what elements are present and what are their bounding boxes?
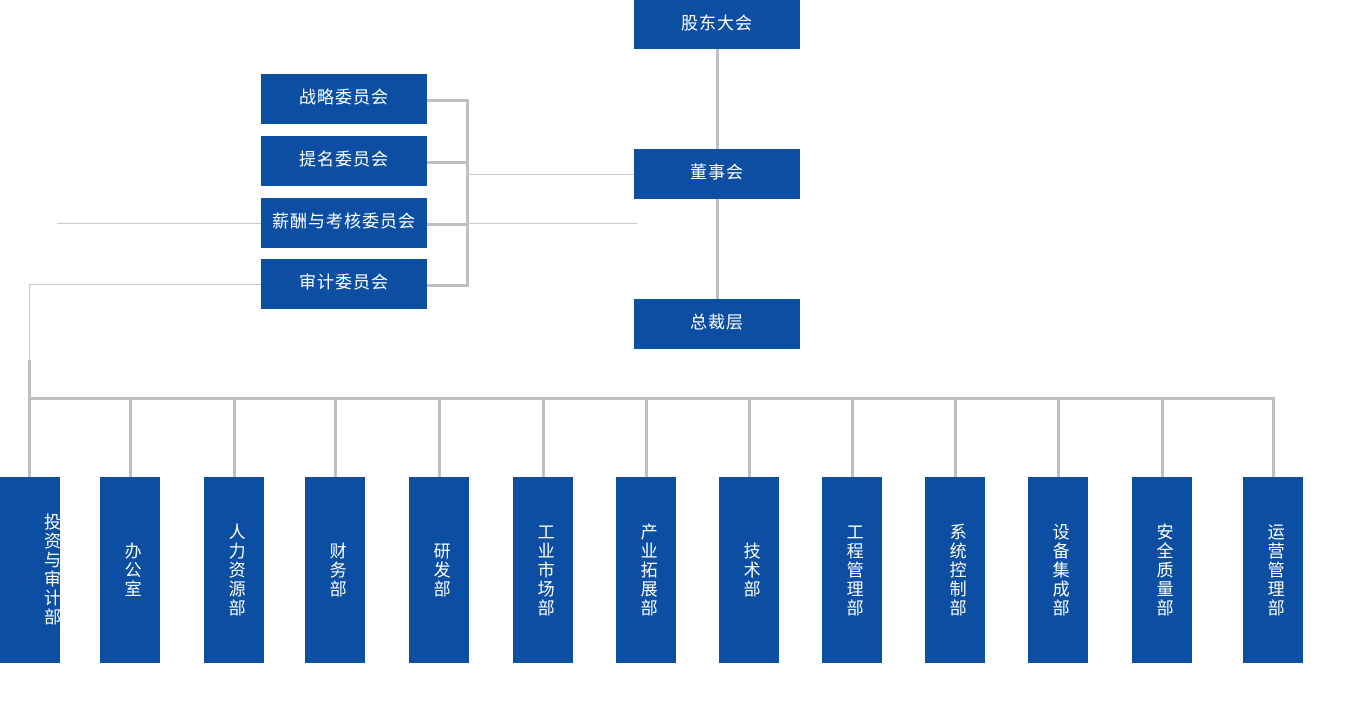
node-label: 工业市场部 bbox=[533, 522, 554, 618]
node-label: 安全质量部 bbox=[1152, 522, 1173, 618]
connector-audit-horizontal bbox=[29, 284, 262, 285]
node-label: 人力资源部 bbox=[224, 522, 245, 618]
node-label: 办公室 bbox=[120, 541, 141, 599]
node-committee-audit[interactable]: 审计委员会 bbox=[261, 259, 427, 309]
node-department-industrial-market[interactable]: 工业市场部 bbox=[513, 477, 573, 663]
node-department-engineering-management[interactable]: 工程管理部 bbox=[822, 477, 882, 663]
node-department-rnd[interactable]: 研发部 bbox=[409, 477, 469, 663]
node-label: 技术部 bbox=[739, 541, 760, 599]
connector-stub-strategy bbox=[427, 99, 469, 102]
connector-drop-dept-8 bbox=[748, 397, 751, 479]
connector-department-bus bbox=[28, 397, 1274, 400]
node-department-finance[interactable]: 财务部 bbox=[305, 477, 365, 663]
node-label: 提名委员会 bbox=[299, 150, 389, 171]
connector-committee-bus-to-board bbox=[466, 174, 636, 175]
node-label: 产业拓展部 bbox=[636, 522, 657, 618]
node-department-equipment-integration[interactable]: 设备集成部 bbox=[1028, 477, 1088, 663]
connector-drop-dept-1 bbox=[28, 397, 31, 479]
connector-shareholders-to-board bbox=[716, 49, 719, 149]
node-label: 薪酬与考核委员会 bbox=[272, 212, 416, 233]
node-shareholders-meeting[interactable]: 股东大会 bbox=[634, 0, 800, 49]
connector-stub-audit bbox=[427, 284, 469, 287]
connector-drop-dept-6 bbox=[542, 397, 545, 479]
node-president-level[interactable]: 总裁层 bbox=[634, 299, 800, 349]
node-label: 董事会 bbox=[690, 163, 744, 184]
connector-drop-dept-3 bbox=[233, 397, 236, 479]
connector-drop-dept-12 bbox=[1161, 397, 1164, 479]
node-department-safety-quality[interactable]: 安全质量部 bbox=[1132, 477, 1192, 663]
node-department-investment-audit[interactable]: 投资与审计部 bbox=[0, 477, 60, 663]
connector-drop-dept-11 bbox=[1057, 397, 1060, 479]
connector-drop-dept-10 bbox=[954, 397, 957, 479]
node-label: 设备集成部 bbox=[1048, 522, 1069, 618]
node-committee-compensation[interactable]: 薪酬与考核委员会 bbox=[261, 198, 427, 248]
connector-audit-vertical-lower bbox=[28, 360, 31, 400]
node-department-office[interactable]: 办公室 bbox=[100, 477, 160, 663]
node-label: 股东大会 bbox=[681, 13, 753, 34]
connector-drop-dept-2 bbox=[129, 397, 132, 479]
connector-drop-dept-7 bbox=[645, 397, 648, 479]
node-department-industry-expansion[interactable]: 产业拓展部 bbox=[616, 477, 676, 663]
connector-stub-compensation bbox=[427, 223, 469, 226]
connector-committee-bus bbox=[466, 99, 469, 285]
node-label: 审计委员会 bbox=[299, 273, 389, 294]
node-department-technology[interactable]: 技术部 bbox=[719, 477, 779, 663]
node-department-system-control[interactable]: 系统控制部 bbox=[925, 477, 985, 663]
node-label: 投资与审计部 bbox=[40, 513, 60, 627]
node-label: 研发部 bbox=[429, 541, 450, 599]
connector-drop-dept-5 bbox=[438, 397, 441, 479]
connector-drop-dept-4 bbox=[334, 397, 337, 479]
node-label: 总裁层 bbox=[690, 313, 744, 334]
node-label: 工程管理部 bbox=[842, 522, 863, 618]
connector-drop-dept-13 bbox=[1272, 397, 1275, 479]
node-label: 财务部 bbox=[325, 541, 346, 599]
node-label: 战略委员会 bbox=[299, 88, 389, 109]
connector-compensation-horizontal-left bbox=[57, 223, 262, 224]
node-committee-strategy[interactable]: 战略委员会 bbox=[261, 74, 427, 124]
connector-compensation-horizontal-right bbox=[466, 223, 637, 224]
node-department-human-resources[interactable]: 人力资源部 bbox=[204, 477, 264, 663]
node-board-of-directors[interactable]: 董事会 bbox=[634, 149, 800, 199]
connector-drop-dept-9 bbox=[851, 397, 854, 479]
node-department-operations-management[interactable]: 运营管理部 bbox=[1243, 477, 1303, 663]
node-committee-nomination[interactable]: 提名委员会 bbox=[261, 136, 427, 186]
connector-stub-nomination bbox=[427, 161, 469, 164]
connector-audit-vertical-upper bbox=[29, 284, 30, 372]
connector-board-to-president bbox=[716, 199, 719, 299]
node-label: 系统控制部 bbox=[945, 522, 966, 618]
node-label: 运营管理部 bbox=[1263, 522, 1284, 618]
